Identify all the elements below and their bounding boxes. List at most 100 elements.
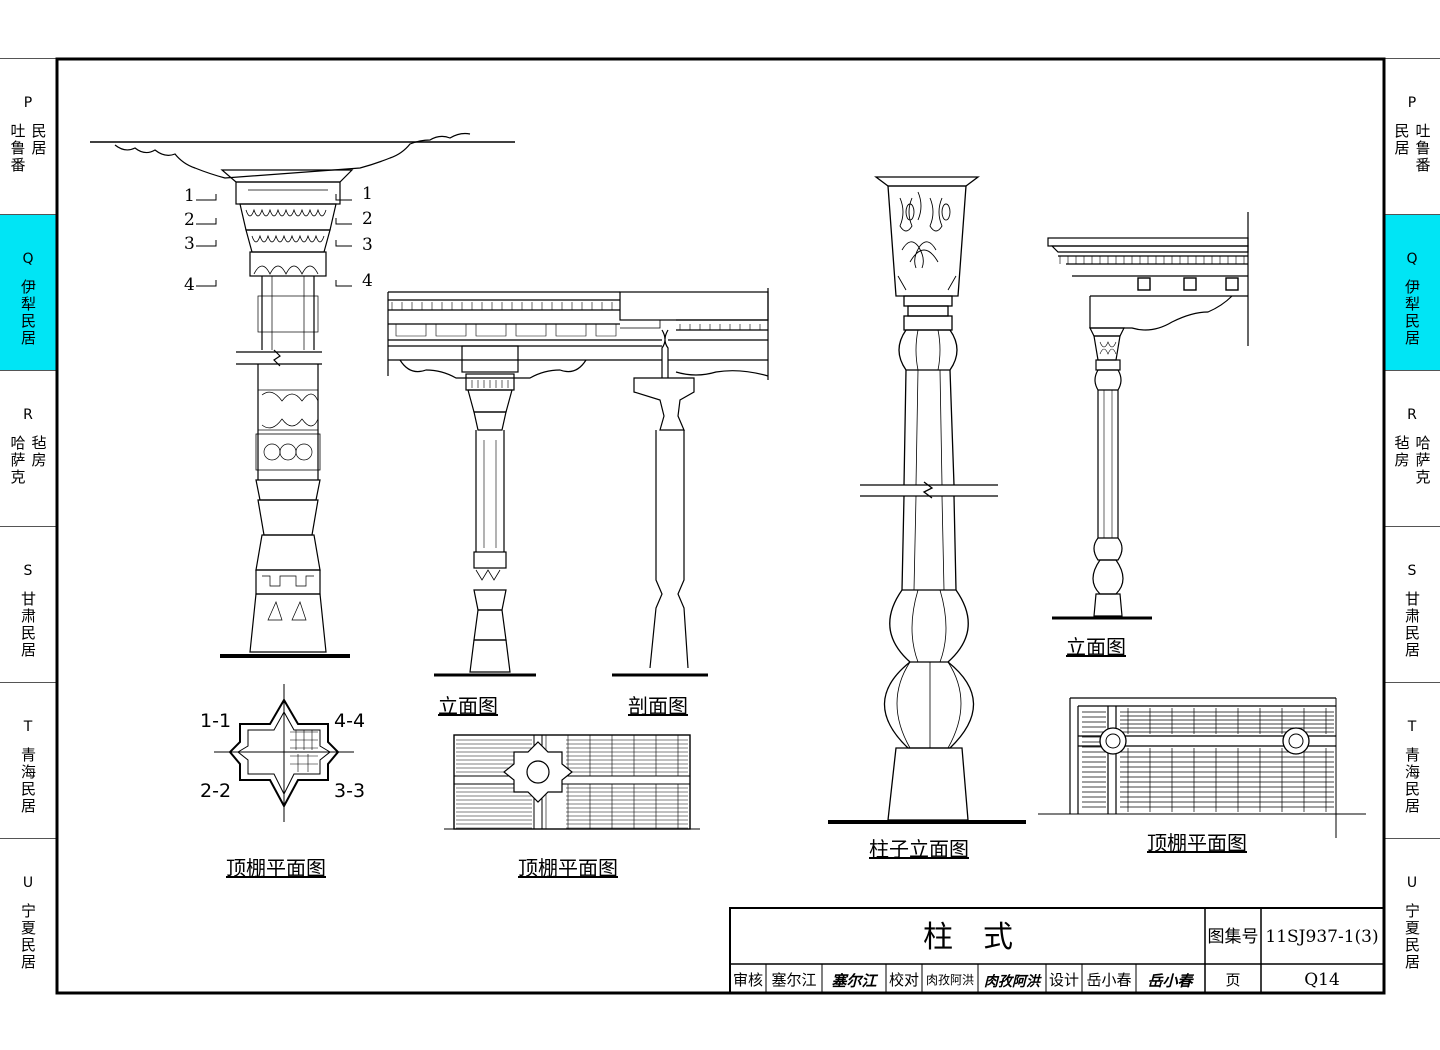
left-tab-label-column: 宁夏民居 (19, 903, 37, 971)
right-tab-t[interactable]: T 青海民居 (1384, 682, 1440, 838)
beam-section (612, 288, 769, 677)
left-tab-u[interactable]: U 宁夏民居 (0, 838, 56, 994)
left-tab-label-column: 吐鲁番 (8, 123, 27, 174)
label-column-elevation: 柱子立面图 (869, 837, 969, 861)
left-tab-label: 伊犁民居 (0, 279, 56, 347)
label-elevation-1: 立面图 (438, 694, 498, 718)
plan-label-2-2: 2-2 (200, 780, 231, 802)
right-tab-label-column: 甘肃民居 (1403, 591, 1421, 659)
right-tab-label-column: 哈萨克 (1413, 435, 1432, 486)
section-mark-right-3: 3 (362, 235, 373, 255)
checker-name: 肉孜阿洪 (926, 973, 974, 987)
right-tab-label: 毡房哈萨克 (1384, 435, 1440, 486)
atlas-label: 图集号 (1208, 927, 1259, 947)
left-tab-r[interactable]: R 哈萨克毡房 (0, 370, 56, 526)
atlas-number: 11SJ937-1(3) (1265, 927, 1378, 947)
right-tab-letter: R (1407, 407, 1417, 423)
section-mark-right-1: 1 (362, 184, 373, 204)
left-tab-label-column: 青海民居 (19, 747, 37, 815)
section-marks: 1 2 3 4 1 2 3 4 (184, 184, 373, 295)
title-block-text: 柱 式 图集号 11SJ937-1(3) 审核 塞尔江 塞尔江 校对 肉孜阿洪 … (733, 920, 1379, 990)
label-section-1: 剖面图 (628, 694, 688, 718)
right-tab-label: 民居吐鲁番 (1384, 123, 1440, 174)
right-tab-p[interactable]: P 民居吐鲁番 (1384, 58, 1440, 214)
left-tab-label: 吐鲁番民居 (0, 123, 56, 174)
page-number: Q14 (1304, 970, 1340, 990)
right-tab-letter: S (1407, 563, 1417, 579)
drawing-labels: 顶棚平面图 立面图 剖面图 顶棚平面图 柱子立面图 立面图 顶棚平面图 (226, 635, 1247, 880)
left-tab-s[interactable]: S 甘肃民居 (0, 526, 56, 682)
left-tab-label-column: 甘肃民居 (19, 591, 37, 659)
left-tab-label-column: 民居 (29, 123, 48, 157)
section-mark-left-4: 4 (184, 275, 195, 295)
section-mark-left-2: 2 (184, 210, 195, 230)
section-mark-left-1: 1 (184, 186, 195, 206)
left-tab-letter: S (23, 563, 33, 579)
plan-label-1-1: 1-1 (200, 710, 231, 732)
reviewer-signature: 塞尔江 (831, 972, 878, 990)
designer-name: 岳小春 (1086, 971, 1131, 989)
right-tab-label: 青海民居 (1384, 747, 1440, 815)
left-tab-letter: U (22, 875, 34, 891)
left-tab-label: 哈萨克毡房 (0, 435, 56, 486)
eave-column-elevation (1047, 212, 1249, 620)
right-tab-u[interactable]: U 宁夏民居 (1384, 838, 1440, 994)
plan-label-4-4: 4-4 (334, 710, 365, 732)
title-block (729, 907, 1385, 994)
left-tab-q[interactable]: Q 伊犁民居 (0, 214, 56, 370)
column-elevation-tall (828, 176, 1026, 824)
plan-label-3-3: 3-3 (334, 780, 365, 802)
right-tab-label-column: 宁夏民居 (1403, 903, 1421, 971)
right-tab-label: 宁夏民居 (1384, 903, 1440, 971)
right-tab-label: 伊犁民居 (1384, 279, 1440, 347)
label-elevation-2: 立面图 (1066, 635, 1126, 659)
left-tab-label: 青海民居 (0, 747, 56, 815)
left-tab-label: 甘肃民居 (0, 591, 56, 659)
section-mark-right-4: 4 (362, 271, 373, 291)
right-tab-q[interactable]: Q 伊犁民居 (1384, 214, 1440, 370)
right-tab-label-column: 毡房 (1392, 435, 1411, 469)
left-tab-letter: R (23, 407, 33, 423)
beam-elevation (387, 291, 662, 677)
label-ceiling-plan-3: 顶棚平面图 (1147, 831, 1247, 855)
right-tab-label-column: 民居 (1392, 123, 1411, 157)
left-tab-label-column: 哈萨克 (8, 435, 27, 486)
checker-signature: 肉孜阿洪 (984, 973, 1042, 990)
label-ceiling-plan-1: 顶棚平面图 (226, 856, 326, 880)
left-tab-label-column: 毡房 (29, 435, 48, 469)
left-tab-label-column: 伊犁民居 (19, 279, 37, 347)
plan-section-labels: 1-1 4-4 2-2 3-3 (200, 710, 365, 802)
ceiling-plan-2 (444, 734, 700, 830)
sheet-frame (55, 57, 1386, 995)
right-tab-r[interactable]: R 毡房哈萨克 (1384, 370, 1440, 526)
label-ceiling-plan-2: 顶棚平面图 (518, 856, 618, 880)
section-mark-left-3: 3 (184, 234, 195, 254)
reviewer-name: 塞尔江 (771, 971, 816, 989)
right-tab-label-column: 伊犁民居 (1403, 279, 1421, 347)
right-tab-label-column: 吐鲁番 (1413, 123, 1432, 174)
left-tab-label: 宁夏民居 (0, 903, 56, 971)
ceiling-plan-3 (1038, 697, 1366, 838)
designer-signature: 岳小春 (1147, 972, 1194, 990)
star-ceiling-plan (214, 684, 354, 822)
right-tab-letter: Q (1406, 251, 1418, 267)
section-mark-right-2: 2 (362, 209, 373, 229)
left-tab-letter: Q (22, 251, 34, 267)
right-tab-s[interactable]: S 甘肃民居 (1384, 526, 1440, 682)
column-elevation-1 (90, 132, 515, 658)
page-label: 页 (1225, 971, 1240, 989)
drawing-title: 柱 式 (923, 920, 1013, 955)
right-tab-letter: P (1407, 95, 1417, 111)
right-section-tabs: P 民居吐鲁番 Q 伊犁民居 R 毡房哈萨克 S 甘肃民居 T 青海民居 U 宁夏民居 (1384, 58, 1440, 994)
review-label: 审核 (733, 971, 763, 989)
left-tab-p[interactable]: P 吐鲁番民居 (0, 58, 56, 214)
check-label: 校对 (889, 971, 919, 989)
left-tab-letter: P (23, 95, 33, 111)
right-tab-letter: U (1406, 875, 1418, 891)
right-tab-label-column: 青海民居 (1403, 747, 1421, 815)
right-tab-letter: T (1407, 719, 1417, 735)
design-label: 设计 (1049, 971, 1079, 989)
